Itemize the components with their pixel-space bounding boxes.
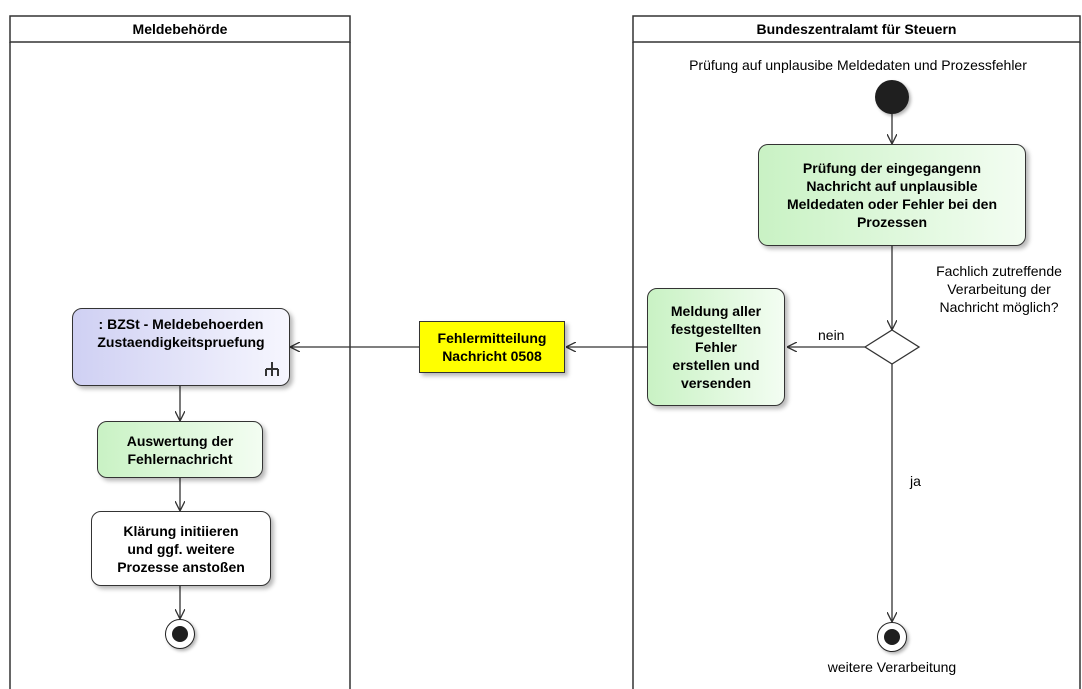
branch-label-no: nein bbox=[818, 327, 845, 343]
activity-clarify-label: Klärung initiieren und ggf. weitere Proz… bbox=[117, 522, 245, 575]
object-error-message: Fehlermitteilung Nachricht 0508 bbox=[419, 321, 565, 373]
activity-clarify: Klärung initiieren und ggf. weitere Proz… bbox=[91, 511, 271, 586]
lane-title-bzst: Bundeszentralamt für Steuern bbox=[756, 21, 957, 37]
swimlane-meldebehoerde bbox=[9, 15, 351, 689]
activity-check-message: Prüfung der eingegangenn Nachricht auf u… bbox=[758, 144, 1026, 246]
start-node bbox=[875, 80, 909, 114]
end-node-bzst bbox=[877, 622, 907, 652]
activity-check-message-label: Prüfung der eingegangenn Nachricht auf u… bbox=[786, 160, 998, 230]
activity-report-errors: Meldung aller festgestellten Fehler erst… bbox=[647, 288, 785, 406]
branch-label-yes: ja bbox=[910, 473, 921, 489]
end-node-meldebehoerde bbox=[165, 619, 195, 649]
call-activity-zustaendigkeitspruefung: : BZSt - Meldebehoerden Zustaendigkeitsp… bbox=[72, 308, 290, 386]
activity-report-errors-label: Meldung aller festgestellten Fehler erst… bbox=[670, 303, 762, 391]
decision-diamond bbox=[863, 329, 921, 365]
end-label-bzst: weitere Verarbeitung bbox=[827, 659, 957, 675]
activity-evaluate-error: Auswertung der Fehlernachricht bbox=[97, 421, 263, 478]
call-activity-label: : BZSt - Meldebehoerden Zustaendigkeitsp… bbox=[97, 316, 265, 350]
decision-question: Fachlich zutreffende Verarbeitung der Na… bbox=[936, 263, 1062, 315]
rake-icon bbox=[265, 362, 279, 376]
lane-title-meldebehoerde: Meldebehörde bbox=[132, 21, 228, 37]
object-error-message-label: Fehlermitteilung Nachricht 0508 bbox=[437, 330, 547, 364]
bzst-process-heading: Prüfung auf unplausibe Meldedaten und Pr… bbox=[689, 57, 1027, 73]
swimlane-bzst bbox=[632, 15, 1081, 689]
activity-evaluate-error-label: Auswertung der Fehlernachricht bbox=[126, 432, 234, 467]
